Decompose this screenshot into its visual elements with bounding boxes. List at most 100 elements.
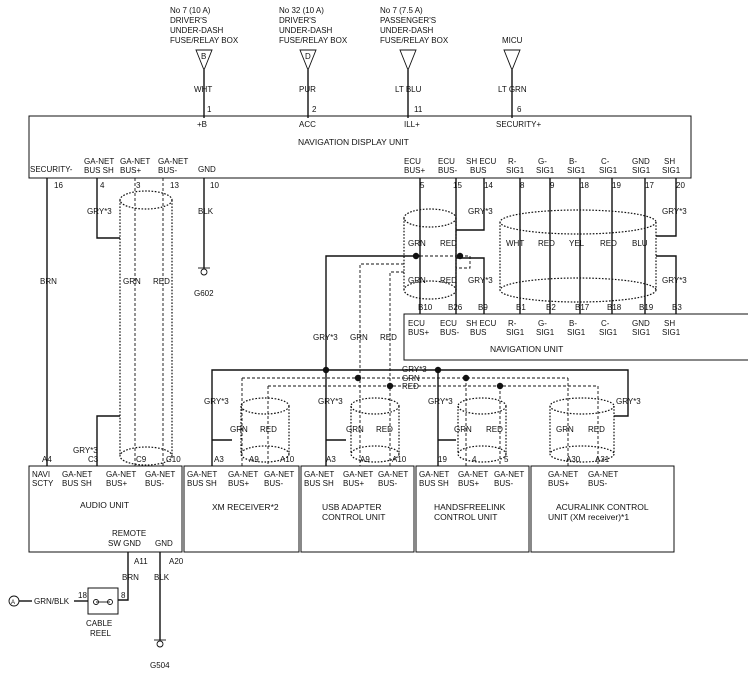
pin-number: A9 bbox=[249, 455, 259, 464]
wire-color: GRN bbox=[408, 239, 426, 248]
pin-number: B17 bbox=[575, 303, 590, 312]
wire-color: RED bbox=[376, 425, 393, 434]
wire-color: GRY*3 bbox=[204, 397, 229, 406]
terminal-name: BUS- bbox=[494, 479, 513, 488]
terminal-name: G- bbox=[538, 157, 547, 166]
handsfreelink-box bbox=[415, 465, 530, 553]
wire-color: BRN bbox=[40, 277, 57, 286]
terminal-name: SIG1 bbox=[536, 166, 555, 175]
terminal-name: SIG1 bbox=[632, 166, 651, 175]
wire-color: GRY*3 bbox=[468, 207, 493, 216]
wire-color: RED bbox=[153, 277, 170, 286]
audio-unit: A4 C3 C9 C10 NAVI SCTY GA-NET BUS SH GA-… bbox=[32, 455, 184, 566]
pin-number: A9 bbox=[360, 455, 370, 464]
acuralink-title: ACURALINK CONTROL bbox=[556, 502, 649, 512]
wire-color: RED bbox=[538, 239, 555, 248]
pin-number: A10 bbox=[392, 455, 407, 464]
terminal-name: BUS SH bbox=[304, 479, 334, 488]
fuse-label-line: DRIVER'S bbox=[279, 16, 316, 25]
fuse-triangle-icon bbox=[503, 49, 521, 72]
terminal-name: ACC bbox=[299, 120, 316, 129]
wire-color: YEL bbox=[569, 239, 585, 248]
terminal-name: SH ECU bbox=[466, 319, 496, 328]
terminal-name: GA-NET bbox=[304, 470, 334, 479]
terminal-name: GA-NET bbox=[378, 470, 408, 479]
terminal-name: SCTY bbox=[32, 479, 54, 488]
fuse-label-line: FUSE/RELAY BOX bbox=[380, 36, 449, 45]
wire-color: LT GRN bbox=[498, 85, 527, 94]
pin-number: B19 bbox=[639, 303, 654, 312]
terminal-name: BUS- bbox=[440, 328, 459, 337]
pin-number: C10 bbox=[166, 455, 181, 464]
terminal-name: GA-NET bbox=[419, 470, 449, 479]
pin-number: B3 bbox=[672, 303, 682, 312]
fuse-label-line: UNDER-DASH bbox=[170, 26, 224, 35]
terminal-name: ECU bbox=[438, 157, 455, 166]
wire-color: PUR bbox=[299, 85, 316, 94]
wire-color: GRN bbox=[346, 425, 364, 434]
terminal-name: SIG1 bbox=[599, 166, 618, 175]
pin-number: A31 bbox=[595, 455, 610, 464]
fuse-triangle-icon bbox=[299, 49, 317, 72]
usb-adapter: A3 A9 A10 GA-NET BUS SH GA-NET BUS+ GA-N… bbox=[304, 455, 408, 522]
cable-reel-label: REEL bbox=[90, 629, 111, 638]
terminal-name: GA-NET bbox=[494, 470, 524, 479]
wire-color: GRY*3 bbox=[313, 333, 338, 342]
terminal-name: C- bbox=[601, 157, 610, 166]
pin-number: B10 bbox=[418, 303, 433, 312]
fuse-label-line: No 7 (7.5 A) bbox=[380, 6, 423, 15]
fuse-source-micu: MICU LT GRN 6 SECURITY+ bbox=[496, 36, 541, 129]
terminal-name: BUS- bbox=[588, 479, 607, 488]
pin-number: 19 bbox=[438, 455, 447, 464]
pin-number: A3 bbox=[214, 455, 224, 464]
wire-color: GRN bbox=[454, 425, 472, 434]
terminal-name: B- bbox=[569, 157, 577, 166]
wire-color: RED bbox=[600, 239, 617, 248]
terminal-name: SW GND bbox=[108, 539, 141, 548]
wire-color: GRN bbox=[230, 425, 248, 434]
terminal-name: SIG1 bbox=[632, 328, 651, 337]
xm-receiver-box bbox=[183, 465, 300, 553]
wire-color: GRN bbox=[350, 333, 368, 342]
terminal-name: BUS SH bbox=[62, 479, 92, 488]
terminal-name: BUS+ bbox=[404, 166, 425, 175]
fuse-label-line: No 32 (10 A) bbox=[279, 6, 324, 15]
terminal-name: GA-NET bbox=[548, 470, 578, 479]
wire-color: RED bbox=[588, 425, 605, 434]
pin-number: 19 bbox=[612, 181, 621, 190]
fuse-source-d: No 32 (10 A) DRIVER'S UNDER-DASH FUSE/RE… bbox=[279, 6, 348, 129]
terminal-name: BUS+ bbox=[458, 479, 479, 488]
acuralink-box bbox=[530, 465, 675, 553]
handsfreelink: 19 4 5 GA-NET BUS SH GA-NET BUS+ GA-NET … bbox=[419, 455, 524, 522]
wire-color: GRY*3 bbox=[468, 276, 493, 285]
terminal-name: BUS SH bbox=[187, 479, 217, 488]
nav-display-terminals: SECURITY- GA-NET BUS SH GA-NET BUS+ GA-N… bbox=[30, 157, 681, 175]
wire-color: GRN/BLK bbox=[34, 597, 70, 606]
wire-color: RED bbox=[440, 239, 457, 248]
wire-color: WHT bbox=[194, 85, 212, 94]
navigation-display-unit-box bbox=[28, 115, 692, 179]
fuse-label-line: No 7 (10 A) bbox=[170, 6, 211, 15]
terminal-name: SH bbox=[664, 157, 675, 166]
terminal-name: SIG1 bbox=[506, 328, 525, 337]
nav-unit-terminals: ECU BUS+ ECU BUS- SH ECU BUS R- SIG1 G- … bbox=[408, 319, 681, 337]
pin-number: 15 bbox=[453, 181, 462, 190]
acuralink-title: UNIT (XM receiver)*1 bbox=[548, 512, 629, 522]
terminal-name: BUS- bbox=[264, 479, 283, 488]
terminal-name: SIG1 bbox=[506, 166, 525, 175]
wire-color: BLK bbox=[198, 207, 214, 216]
pin-number: 14 bbox=[484, 181, 493, 190]
terminal-name: GA-NET bbox=[158, 157, 188, 166]
pin-number: C9 bbox=[136, 455, 147, 464]
terminal-name: SIG1 bbox=[536, 328, 555, 337]
pin-number: 8 bbox=[520, 181, 525, 190]
pin-number: A20 bbox=[169, 557, 184, 566]
wire-color: WHT bbox=[506, 239, 524, 248]
pin-number: 18 bbox=[78, 591, 87, 600]
ground-label: G504 bbox=[150, 661, 170, 670]
fuse-label-line: UNDER-DASH bbox=[279, 26, 333, 35]
pin-number: B1 bbox=[516, 303, 526, 312]
pin-number: 18 bbox=[580, 181, 589, 190]
terminal-name: GND bbox=[198, 165, 216, 174]
